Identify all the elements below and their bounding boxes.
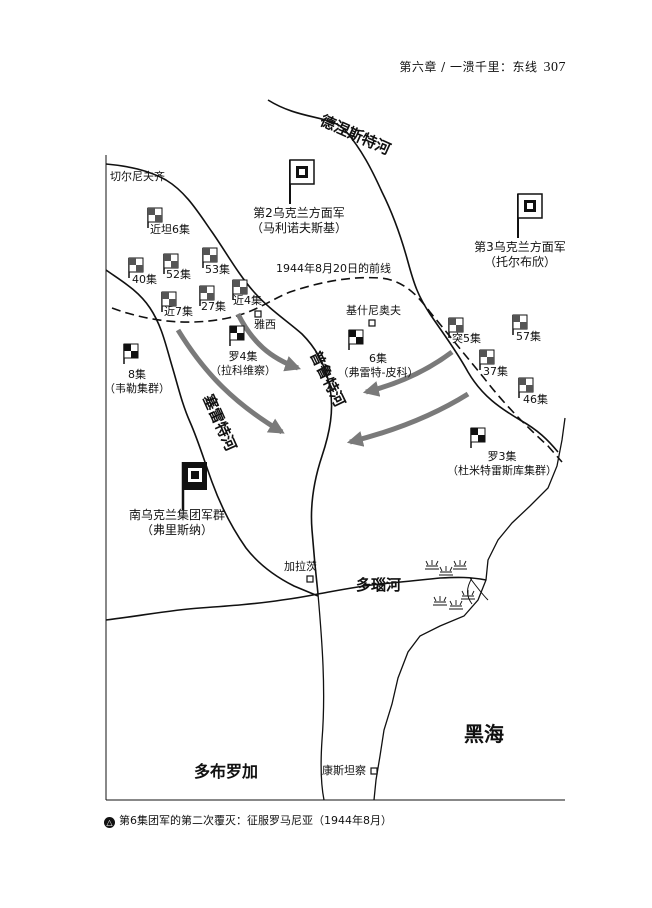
unit-commander: （拉科维察） xyxy=(210,363,276,377)
unit-commander: （弗雷特-皮科） xyxy=(337,365,419,379)
figure-caption: △ 第6集团军的第二次覆灭：征服罗马尼亚（1944年8月） xyxy=(104,812,392,828)
unit-label-army-group-south-ukraine: 南乌克兰集团军群 （弗里斯纳） xyxy=(110,508,244,538)
unit-label-3rd-ukrainian-front: 第3乌克兰方面军 （托尔布欣） xyxy=(460,240,580,270)
flag-3rd-ukrainian-front xyxy=(517,193,543,239)
city-label-chisinau: 基什尼奥夫 xyxy=(346,304,401,317)
city-marker-iasi xyxy=(254,310,262,318)
unit-label-army-27: 27集 xyxy=(201,300,226,313)
danube-delta xyxy=(467,577,489,605)
unit-label-gds-tank-6: 近坦6集 xyxy=(150,223,190,236)
flag-romanian-3rd-army xyxy=(470,427,486,449)
unit-label-army-40: 40集 xyxy=(132,273,157,286)
attack-arrow-iasi xyxy=(235,312,302,372)
unit-commander: （弗里斯纳） xyxy=(140,523,213,537)
unit-commander: （托尔布欣） xyxy=(483,255,556,269)
page-number: 307 xyxy=(543,60,566,75)
attack-arrow-dniester-south xyxy=(346,391,470,447)
unit-label-romanian-4th-army: 罗4集 （拉科维察） xyxy=(206,350,280,378)
unit-name: 罗4集 xyxy=(228,350,258,363)
unit-label-shock-army-5: 突5集 xyxy=(452,332,481,345)
river-label-danube: 多瑙河 xyxy=(356,576,402,594)
unit-label-gds-army-7: 近7集 xyxy=(164,305,193,318)
city-label-constanta: 康斯坦察 xyxy=(322,764,366,777)
unit-name: 第2乌克兰方面军 xyxy=(253,206,345,220)
danube-river xyxy=(105,576,487,621)
unit-label-german-8th-army: 8集 （韦勒集群） xyxy=(100,368,174,396)
siret-river xyxy=(105,269,319,597)
black-sea-coastline xyxy=(373,417,566,801)
marsh-symbol xyxy=(432,595,448,606)
attack-arrow-dniester-north xyxy=(362,349,454,397)
unit-name: 第3乌克兰方面军 xyxy=(474,240,566,254)
unit-commander: （马利诺夫斯基） xyxy=(250,221,347,235)
unit-label-2nd-ukrainian-front: 第2乌克兰方面军 （马利诺夫斯基） xyxy=(244,206,354,236)
marsh-symbol xyxy=(460,589,476,600)
city-label-iasi: 雅西 xyxy=(254,318,276,331)
unit-name: 南乌克兰集团军群 xyxy=(128,508,225,522)
marsh-symbols xyxy=(424,559,476,610)
flag-german-8th-army xyxy=(123,343,139,365)
city-label-chernivtsi: 切尔尼夫齐 xyxy=(110,170,165,183)
unit-label-army-57: 57集 xyxy=(516,330,541,343)
city-marker-galati xyxy=(306,575,314,583)
front-line xyxy=(111,276,563,463)
unit-name: 8集 xyxy=(128,368,146,381)
unit-label-army-53: 53集 xyxy=(205,263,230,276)
unit-name: 6集 xyxy=(369,352,387,365)
city-markers xyxy=(254,310,378,775)
unit-commander: （韦勒集群） xyxy=(104,381,170,395)
unit-label-german-6th-army: 6集 （弗雷特-皮科） xyxy=(336,352,420,380)
prut-river xyxy=(105,163,333,595)
unit-commander: （杜米特雷斯库集群） xyxy=(447,463,557,477)
front-line-label: 1944年8月20日的前线 xyxy=(276,262,391,275)
marsh-symbol xyxy=(452,559,468,570)
unit-label-army-37: 37集 xyxy=(483,365,508,378)
danube-lower-course xyxy=(317,593,325,801)
caption-text: 第6集团军的第二次覆灭：征服罗马尼亚（1944年8月） xyxy=(119,814,392,827)
city-marker-chisinau xyxy=(368,319,376,327)
caption-marker-icon: △ xyxy=(104,817,115,828)
unit-label-army-46: 46集 xyxy=(523,393,548,406)
flag-romanian-4th-army xyxy=(229,325,245,347)
sea-label-black-sea: 黑海 xyxy=(464,722,504,746)
dniester-river xyxy=(267,99,559,453)
unit-label-romanian-3rd-army: 罗3集 （杜米特雷斯库集群） xyxy=(440,450,564,478)
city-marker-constanta xyxy=(370,767,378,775)
unit-label-army-52: 52集 xyxy=(166,268,191,281)
marsh-symbol xyxy=(448,599,464,610)
flag-german-6th-army xyxy=(348,329,364,351)
marsh-symbol xyxy=(438,565,454,576)
region-label-dobruja: 多布罗加 xyxy=(194,762,259,781)
attack-arrow-siret xyxy=(175,328,285,435)
page-header: 第六章 / 一溃千里：东线 307 xyxy=(399,58,566,76)
unit-name: 罗3集 xyxy=(487,450,517,463)
flag-2nd-ukrainian-front xyxy=(289,159,315,205)
flag-army-group-south-ukraine xyxy=(181,460,209,512)
marsh-symbol xyxy=(424,559,440,570)
chapter-title: 第六章 / 一溃千里：东线 xyxy=(399,60,538,74)
unit-label-gds-army-4: 近4集 xyxy=(233,294,262,307)
city-label-galati: 加拉茨 xyxy=(284,560,317,573)
